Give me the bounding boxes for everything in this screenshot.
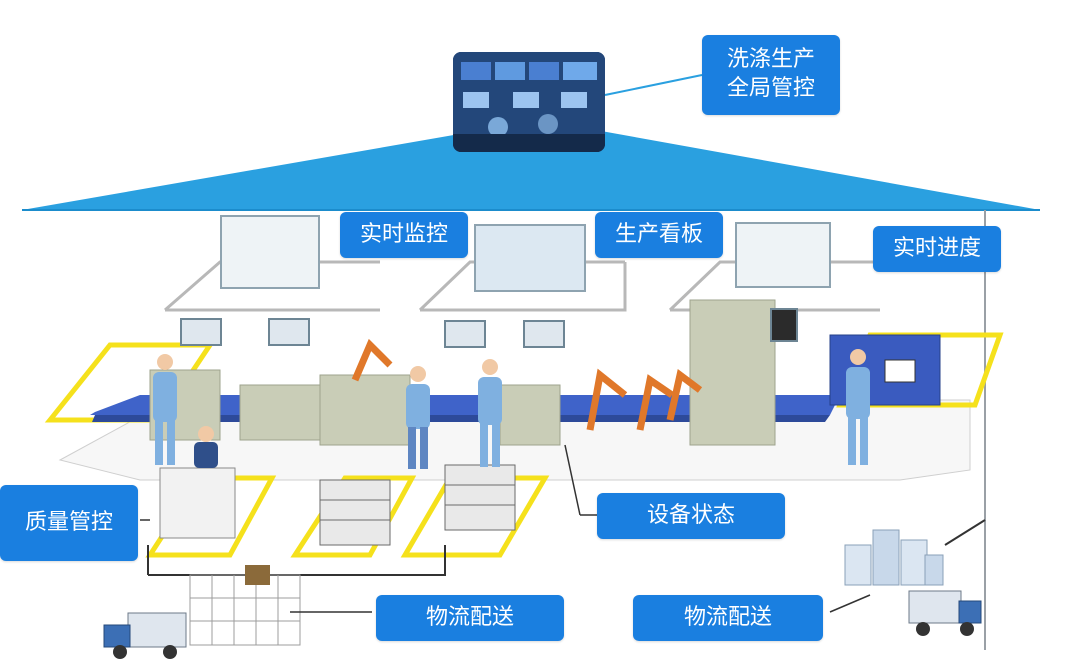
truck-icon	[103, 612, 187, 659]
control-room-icon	[453, 52, 605, 152]
label-quality-control: 质量管控	[0, 485, 138, 561]
station-screen-5	[770, 308, 798, 342]
truck-icon-right	[908, 590, 982, 636]
label-realtime-monitor: 实时监控	[340, 212, 468, 258]
label-global-control: 洗涤生产 全局管控	[702, 35, 840, 115]
worker-1	[153, 354, 177, 465]
label-equipment-status: 设备状态	[597, 493, 785, 539]
label-realtime-progress: 实时进度	[873, 226, 1001, 272]
control-room-photo	[453, 52, 605, 152]
station-screen-4	[523, 320, 565, 348]
station-screen-3	[444, 320, 486, 348]
building-icon	[844, 529, 944, 586]
label-logistics-left: 物流配送	[376, 595, 564, 641]
worker-3	[478, 359, 502, 467]
label-logistics-right: 物流配送	[633, 595, 823, 641]
worker-seated	[194, 426, 218, 468]
worker-4	[846, 349, 870, 465]
hmi-screen-3	[735, 222, 831, 288]
hmi-screen-1	[220, 215, 320, 289]
worker-2	[406, 366, 430, 469]
label-production-board: 生产看板	[595, 212, 723, 258]
hmi-screen-2	[474, 224, 586, 292]
station-screen-1	[180, 318, 222, 346]
station-screen-2	[268, 318, 310, 346]
